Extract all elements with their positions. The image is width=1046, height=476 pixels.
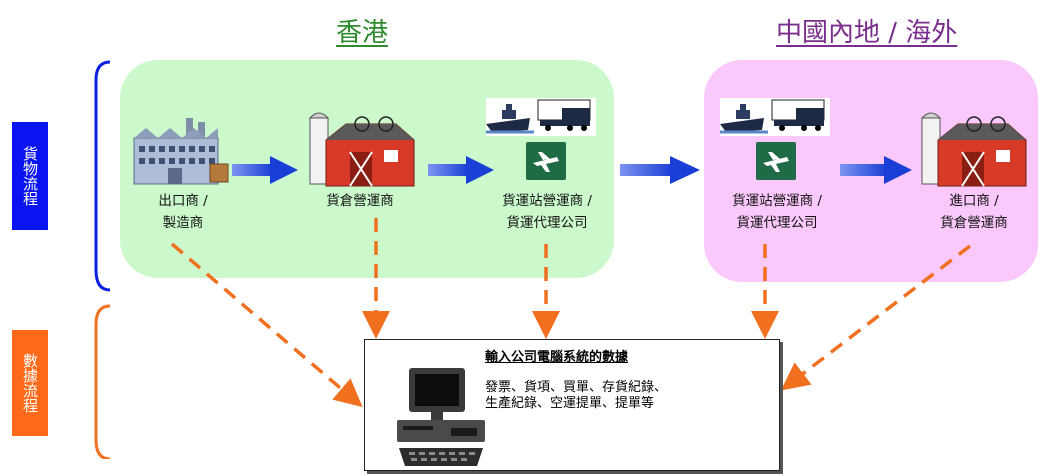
goods-arrow-2 <box>428 156 494 184</box>
terminal-cn-label-line2: 貨運代理公司 <box>736 215 818 231</box>
data-arrow-importer <box>780 244 972 391</box>
exporter-label-line2: 製造商 <box>162 215 204 231</box>
importer-label-line2: 貨倉營運商 <box>940 215 1008 231</box>
warehouse-icon-cn <box>920 112 1027 187</box>
data-arrow-exporter <box>170 242 363 408</box>
terminal-hk-label: 貨運站營運商 / 貨運代理公司 <box>484 190 610 234</box>
airport-icon-cn <box>756 142 796 180</box>
computer-icon <box>397 368 485 466</box>
terminal-cn-label: 貨運站營運商 / 貨運代理公司 <box>714 190 840 234</box>
flow-connectors <box>94 60 1027 459</box>
company-computer-data-box: 輸入公司電腦系統的數據 發票、貨項、買單、存貨紀錄、 生產紀錄、空運提單、提單等 <box>364 339 780 471</box>
terminal-hk-label-line1: 貨運站營運商 / <box>502 193 592 209</box>
terminal-hk-label-line2: 貨運代理公司 <box>506 215 588 231</box>
ship-truck-icon-cn <box>720 98 830 136</box>
ship-truck-icon-hk <box>486 98 596 136</box>
warehouse-icon-hk <box>308 112 415 187</box>
exporter-label-line1: 出口商 / <box>158 193 208 209</box>
region-title-hong-kong: 香港 <box>336 18 389 48</box>
goods-flow-label: 貨物流程 <box>12 122 48 230</box>
terminal-cn-label-line1: 貨運站營運商 / <box>732 193 822 209</box>
data-box-body: 發票、貨項、買單、存貨紀錄、 生產紀錄、空運提單、提單等 <box>485 380 765 412</box>
region-title-mainland-overseas: 中國內地 / 海外 <box>776 18 958 48</box>
goods-bracket <box>94 60 111 292</box>
data-box-body-line1: 發票、貨項、買單、存貨紀錄、 <box>485 380 668 395</box>
data-flow-label: 數據流程 <box>12 330 48 436</box>
airport-icon-hk <box>526 142 566 180</box>
goods-arrow-4 <box>840 156 912 184</box>
data-box-body-line2: 生產紀錄、空運提單、提單等 <box>485 396 655 411</box>
data-box-title: 輸入公司電腦系統的數據 <box>485 350 629 365</box>
goods-arrow-3 <box>620 156 700 184</box>
goods-arrow-1 <box>232 156 298 184</box>
data-bracket <box>94 304 111 459</box>
warehouse-hk-label: 貨倉營運商 <box>300 190 420 212</box>
warehouse-hk-label-line1: 貨倉營運商 <box>326 193 394 209</box>
exporter-label: 出口商 / 製造商 <box>138 190 228 234</box>
importer-label-line1: 進口商 / <box>949 193 999 209</box>
factory-icon <box>133 118 229 185</box>
importer-label: 進口商 / 貨倉營運商 <box>916 190 1032 234</box>
